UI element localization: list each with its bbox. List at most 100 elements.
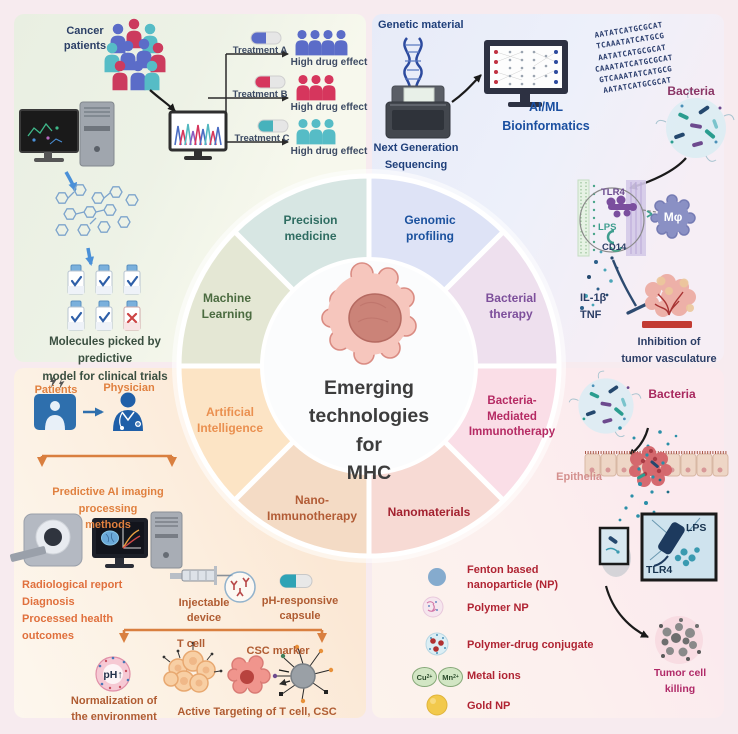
bacteria-label-top: Bacteria bbox=[667, 84, 715, 98]
ai-illustration bbox=[9, 375, 183, 569]
active-targeting-label: Active Targeting of T cell, CSC bbox=[177, 706, 337, 718]
tumor-vasculature-icon bbox=[642, 274, 696, 328]
high-drug-effect-c: High drug effect bbox=[290, 146, 368, 157]
patients-label: Patients bbox=[34, 384, 78, 396]
wedge-bacterial-therapy: Bacterial therapy bbox=[485, 291, 537, 322]
gold-np-icon bbox=[426, 694, 448, 716]
tlr4-receptor-icon bbox=[606, 195, 637, 218]
arrow-sequencer-to-monitor bbox=[451, 74, 482, 103]
magnifier-box-large-lps-tlr4 bbox=[640, 512, 718, 582]
infected-tumor-focus-icon bbox=[629, 446, 672, 487]
bacteria-label-bottom: Bacteria bbox=[648, 387, 696, 401]
genetic-material-label: Genetic material bbox=[378, 19, 464, 31]
fenton-np-icon bbox=[428, 568, 446, 586]
brain-imaging-monitor-icon bbox=[92, 518, 148, 568]
ngs-label: Next Generation Sequencing bbox=[373, 142, 459, 172]
sequencing-monitor-icon bbox=[168, 110, 228, 160]
server-tower-icon bbox=[150, 511, 183, 569]
high-drug-effect-a: High drug effect bbox=[290, 57, 368, 68]
machine-learning-illustration bbox=[19, 101, 142, 332]
ph-capsule-label: pH-responsive capsule bbox=[261, 595, 339, 623]
wedge-nanomaterials: Nanomaterials bbox=[387, 505, 471, 519]
legend-metal-ions-label: Metal ions bbox=[467, 670, 521, 682]
wedge-precision-medicine: Precision medicine bbox=[283, 213, 338, 244]
arrow-to-bottles bbox=[85, 247, 95, 266]
sequencer-icon bbox=[385, 85, 451, 139]
wedge-artificial-intelligence: Artificial Intelligence bbox=[196, 405, 264, 436]
injectable-device-label: Injectable device bbox=[178, 597, 230, 625]
wedge-bacteria-mediated-immunotherapy: Bacteria- Mediated Immunotherapy bbox=[468, 395, 556, 439]
workstation-icon bbox=[19, 101, 115, 167]
aiml-bioinformatics-label: AI/ML Bioinformatics bbox=[502, 100, 590, 134]
ml-caption: Molecules picked by predictive model for… bbox=[42, 336, 168, 383]
pill-treatment-b-icon bbox=[254, 75, 286, 89]
targeting-nanoparticle-icon bbox=[273, 644, 334, 704]
ph-up-label: pH↑ bbox=[103, 669, 123, 681]
cancer-patients-label: Cancer patients bbox=[63, 25, 107, 52]
arrow-to-molecules bbox=[64, 171, 78, 192]
lps-box-label: LPS bbox=[686, 522, 707, 534]
treatment-b-label: Treatment B bbox=[232, 89, 288, 100]
treatment-c-label: Treatment C bbox=[234, 133, 290, 144]
high-drug-effect-b: High drug effect bbox=[290, 102, 368, 113]
legend-polymer-label: Polymer NP bbox=[467, 602, 529, 614]
tumor-killing-label: Tumor cell killing bbox=[653, 667, 707, 695]
macrophage-icon bbox=[646, 194, 696, 239]
bacteria-cluster-icon bbox=[655, 89, 735, 162]
cd14-label: CD14 bbox=[602, 242, 627, 253]
mri-scanner-icon bbox=[9, 513, 83, 567]
membrane-tlr4-icon bbox=[577, 179, 657, 257]
legend-gold-label: Gold NP bbox=[467, 700, 511, 712]
treatment-branch-lines bbox=[208, 50, 289, 146]
epithelia-label: Epithelia bbox=[556, 471, 602, 483]
tumor-cell-illustration bbox=[321, 262, 417, 365]
cytokine-dots bbox=[580, 250, 619, 310]
cohort-c-icon bbox=[296, 118, 336, 145]
bacterial-therapy-illustration bbox=[577, 89, 735, 328]
bottle-grid-icon bbox=[66, 263, 142, 332]
pill-treatment-c-icon bbox=[257, 119, 289, 133]
molecule-library-icon bbox=[55, 184, 139, 236]
polymer-drug-conjugate-icon bbox=[425, 632, 449, 656]
polymer-np-icon bbox=[422, 596, 444, 618]
tlr4-box-label: TLR4 bbox=[646, 564, 673, 576]
legend-icons bbox=[422, 568, 449, 716]
cohort-b-icon bbox=[296, 74, 336, 101]
macrophage-label: Mφ bbox=[663, 210, 683, 224]
cytokines-label: IL-1β TNF bbox=[580, 292, 607, 322]
bracket-arrow-2 bbox=[119, 628, 327, 643]
antibody-droplet-icon bbox=[224, 571, 256, 603]
csc-cell-icon bbox=[227, 655, 271, 694]
tlr4-label: TLR4 bbox=[601, 187, 625, 198]
wedge-nano-immunotherapy: Nano- Immunotherapy bbox=[266, 493, 357, 524]
t-cell-label: T cell bbox=[176, 638, 206, 650]
normalization-label: Normalization of the environment bbox=[70, 695, 158, 723]
tumor-cell-killing-icon bbox=[655, 616, 703, 664]
patient-webcam-icon bbox=[34, 375, 76, 430]
inhibition-label: Inhibition of tumor vasculature bbox=[621, 336, 717, 366]
arrow-to-tumor-killing bbox=[604, 585, 649, 638]
dna-helix-icon bbox=[403, 37, 423, 93]
bacteria-cluster-icon-2 bbox=[568, 370, 642, 438]
csc-marker-label: CSC marker bbox=[246, 645, 310, 657]
ph-up-vesicle-icon bbox=[95, 656, 131, 692]
bacteria-mediated-illustration bbox=[422, 370, 729, 716]
magnifier-box-small bbox=[598, 526, 630, 566]
lps-label: LPS bbox=[598, 222, 617, 233]
wedge-genomic-profiling: Genomic profiling bbox=[404, 213, 456, 244]
genomic-profiling-illustration bbox=[385, 37, 568, 139]
bracket-arrow-1 bbox=[37, 454, 177, 467]
falling-bacteria-dots-2 bbox=[618, 478, 670, 522]
arrow-patients-to-monitor bbox=[149, 89, 176, 112]
t-cell-cluster-icon bbox=[162, 641, 223, 693]
neural-network-monitor-icon bbox=[484, 40, 568, 107]
cohort-a-icon bbox=[295, 29, 348, 56]
wedge-machine-learning: Machine Learning bbox=[201, 291, 253, 322]
nano-immunotherapy-illustration bbox=[95, 566, 334, 704]
syringe-icon bbox=[170, 566, 233, 585]
physician-icon bbox=[113, 392, 143, 431]
